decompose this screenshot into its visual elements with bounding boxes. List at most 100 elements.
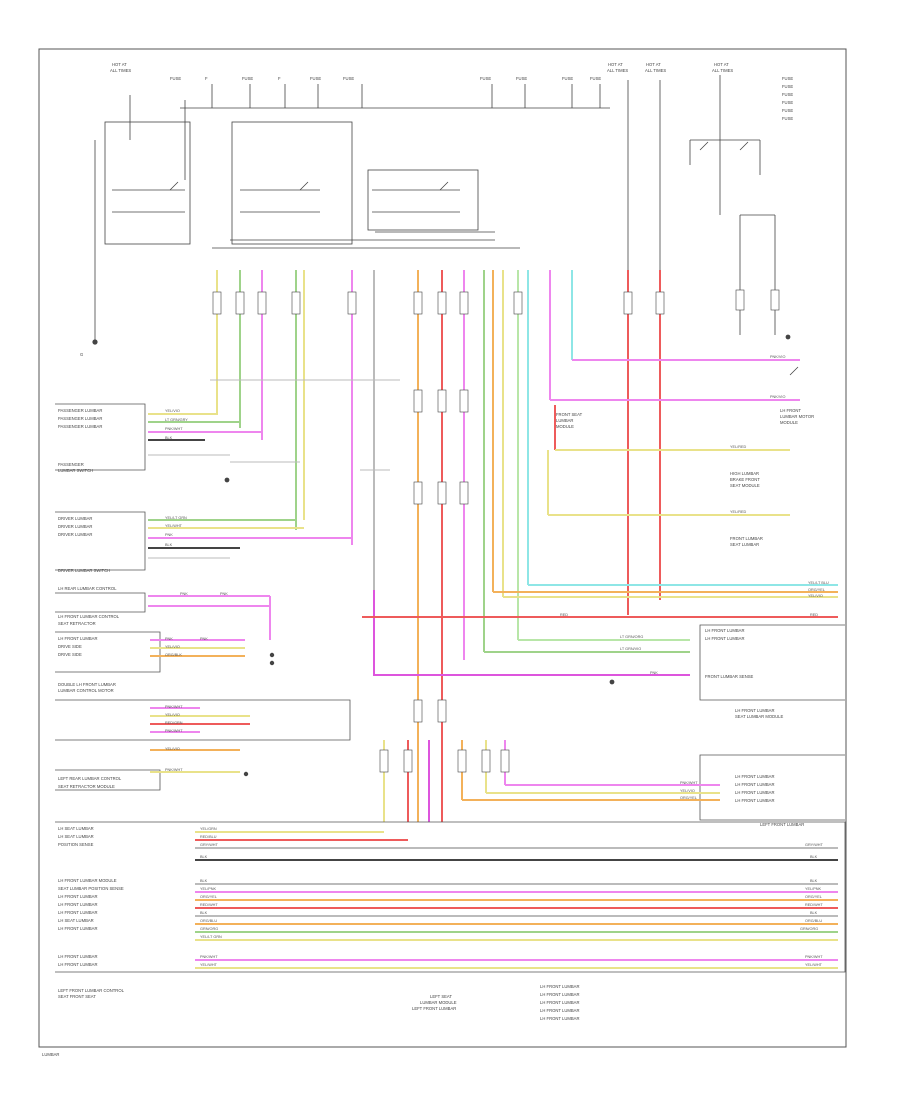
svg-text:LH FRONT LUMBAR: LH FRONT LUMBAR xyxy=(540,984,579,989)
svg-text:YEL/RED: YEL/RED xyxy=(730,445,747,449)
svg-text:SEAT RETRACTOR MODULE: SEAT RETRACTOR MODULE xyxy=(58,784,115,789)
svg-text:ORG/YEL: ORG/YEL xyxy=(200,895,217,899)
svg-text:LH FRONT LUMBAR: LH FRONT LUMBAR xyxy=(735,708,774,713)
svg-text:ORG/YEL: ORG/YEL xyxy=(808,588,825,592)
svg-text:LEFT SEAT: LEFT SEAT xyxy=(430,994,452,999)
svg-text:BLK: BLK xyxy=(810,855,818,859)
svg-text:YEL/WHT: YEL/WHT xyxy=(805,963,823,967)
svg-text:ORG/BLK: ORG/BLK xyxy=(165,653,182,657)
svg-text:LUMBAR SWITCH: LUMBAR SWITCH xyxy=(58,468,93,473)
driver-lumbar-switch xyxy=(55,511,146,571)
svg-text:MODULE: MODULE xyxy=(556,424,574,429)
svg-text:RED/WHT: RED/WHT xyxy=(200,903,218,907)
seat-module-box xyxy=(55,821,846,973)
connector-icon xyxy=(212,289,780,773)
svg-text:YEL/LT GRN: YEL/LT GRN xyxy=(165,516,187,520)
svg-text:PNK/WHT: PNK/WHT xyxy=(805,955,823,959)
rh-lumbar-box xyxy=(699,624,845,701)
svg-text:LEFT FRONT LUMBAR CONTROL: LEFT FRONT LUMBAR CONTROL xyxy=(58,988,125,993)
svg-text:LH FRONT LUMBAR: LH FRONT LUMBAR xyxy=(735,774,774,779)
svg-text:LUMBAR MOTOR: LUMBAR MOTOR xyxy=(780,414,814,419)
svg-text:LH FRONT LUMBAR: LH FRONT LUMBAR xyxy=(735,790,774,795)
svg-text:YEL/PNK: YEL/PNK xyxy=(805,887,822,891)
svg-text:BLK: BLK xyxy=(810,911,818,915)
page-border xyxy=(38,48,847,1048)
svg-text:FUSE: FUSE xyxy=(782,108,793,113)
svg-text:YEL/WHT: YEL/WHT xyxy=(165,524,183,528)
svg-text:PNK: PNK xyxy=(180,592,188,596)
svg-text:LT GRN/ORG: LT GRN/ORG xyxy=(620,635,643,639)
svg-text:PNK/WHT: PNK/WHT xyxy=(165,705,183,709)
svg-text:GRN/ORG: GRN/ORG xyxy=(200,927,218,931)
svg-text:FRONT SEAT: FRONT SEAT xyxy=(556,412,583,417)
svg-text:ALL TIMES: ALL TIMES xyxy=(712,68,733,73)
svg-text:FUSE: FUSE xyxy=(782,84,793,89)
svg-text:YEL/VIO: YEL/VIO xyxy=(808,594,823,598)
svg-text:LH FRONT LUMBAR: LH FRONT LUMBAR xyxy=(58,894,97,899)
svg-text:BLK: BLK xyxy=(810,879,818,883)
svg-text:PNK: PNK xyxy=(220,592,228,596)
svg-text:BLK: BLK xyxy=(165,543,173,547)
relay-box-2 xyxy=(231,121,353,245)
horizontal-wires xyxy=(148,359,838,969)
svg-text:LUMBAR MODULE: LUMBAR MODULE xyxy=(420,1000,457,1005)
svg-text:PNK: PNK xyxy=(165,533,173,537)
svg-text:RED/GRN: RED/GRN xyxy=(165,721,183,725)
svg-text:YEL/LT BLU: YEL/LT BLU xyxy=(808,581,829,585)
svg-text:BLK: BLK xyxy=(200,855,208,859)
svg-text:LH FRONT LUMBAR: LH FRONT LUMBAR xyxy=(540,992,579,997)
svg-text:YEL/WHT: YEL/WHT xyxy=(200,963,218,967)
svg-text:SEAT LUMBAR POSITION SENSE: SEAT LUMBAR POSITION SENSE xyxy=(58,886,124,891)
svg-text:YEL/GRN: YEL/GRN xyxy=(200,827,217,831)
svg-text:PNK/WHT: PNK/WHT xyxy=(680,781,698,785)
svg-text:DRIVER LUMBAR: DRIVER LUMBAR xyxy=(58,524,92,529)
svg-text:HOT AT: HOT AT xyxy=(714,62,729,67)
svg-text:PNK: PNK xyxy=(650,671,658,675)
lumbar-motor-box xyxy=(55,699,351,741)
svg-text:LT GRN/VIO: LT GRN/VIO xyxy=(620,647,641,651)
svg-text:GRY/WHT: GRY/WHT xyxy=(200,843,219,847)
svg-text:PNK: PNK xyxy=(165,637,173,641)
svg-text:YEL/VIO: YEL/VIO xyxy=(165,409,180,413)
svg-text:LH FRONT LUMBAR: LH FRONT LUMBAR xyxy=(705,636,744,641)
top-power-area xyxy=(94,75,776,340)
svg-text:PASSENGER LUMBAR: PASSENGER LUMBAR xyxy=(58,416,102,421)
svg-text:FUSE: FUSE xyxy=(516,76,527,81)
svg-text:LEFT REAR LUMBAR CONTROL: LEFT REAR LUMBAR CONTROL xyxy=(58,776,122,781)
svg-text:LUMBAR CONTROL MOTOR: LUMBAR CONTROL MOTOR xyxy=(58,688,114,693)
lh-rear-module-box xyxy=(55,592,146,613)
svg-text:ORG/YEL: ORG/YEL xyxy=(805,895,822,899)
svg-text:LH FRONT LUMBAR MODULE: LH FRONT LUMBAR MODULE xyxy=(58,878,117,883)
gray-lines xyxy=(148,379,400,559)
svg-text:BRAKE FRONT: BRAKE FRONT xyxy=(730,477,760,482)
svg-text:PASSENGER LUMBAR: PASSENGER LUMBAR xyxy=(58,408,102,413)
right-module-box xyxy=(699,754,845,821)
svg-text:SEAT FRONT SEAT: SEAT FRONT SEAT xyxy=(58,994,96,999)
svg-text:ALL TIMES: ALL TIMES xyxy=(645,68,666,73)
svg-text:FUSE: FUSE xyxy=(782,100,793,105)
svg-text:F: F xyxy=(278,76,281,81)
passenger-lumbar-switch xyxy=(55,403,146,471)
svg-text:YEL/LT GRN: YEL/LT GRN xyxy=(200,935,222,939)
svg-text:PASSENGER LUMBAR: PASSENGER LUMBAR xyxy=(58,424,102,429)
svg-text:YEL/PNK: YEL/PNK xyxy=(200,887,217,891)
svg-text:YEL/RED: YEL/RED xyxy=(730,510,747,514)
svg-text:FUSE: FUSE xyxy=(480,76,491,81)
svg-text:LH SEAT LUMBAR: LH SEAT LUMBAR xyxy=(58,826,94,831)
svg-text:RED: RED xyxy=(810,613,818,617)
svg-text:PNK/WHT: PNK/WHT xyxy=(200,955,218,959)
svg-text:BLK: BLK xyxy=(200,911,208,915)
lh-rear-seat-box xyxy=(55,769,161,791)
svg-text:SEAT LUMBAR MODULE: SEAT LUMBAR MODULE xyxy=(735,714,783,719)
svg-text:PNK/VIO: PNK/VIO xyxy=(770,395,785,399)
svg-text:FUSE: FUSE xyxy=(590,76,601,81)
svg-text:PNK/WHT: PNK/WHT xyxy=(165,427,183,431)
svg-text:RED/BLU: RED/BLU xyxy=(200,835,217,839)
svg-text:ORG/YEL: ORG/YEL xyxy=(680,796,697,800)
svg-text:MODULE: MODULE xyxy=(780,420,798,425)
svg-text:BLK: BLK xyxy=(165,436,173,440)
svg-text:LH FRONT: LH FRONT xyxy=(780,408,801,413)
left-components xyxy=(55,403,846,973)
svg-text:RED/WHT: RED/WHT xyxy=(805,903,823,907)
